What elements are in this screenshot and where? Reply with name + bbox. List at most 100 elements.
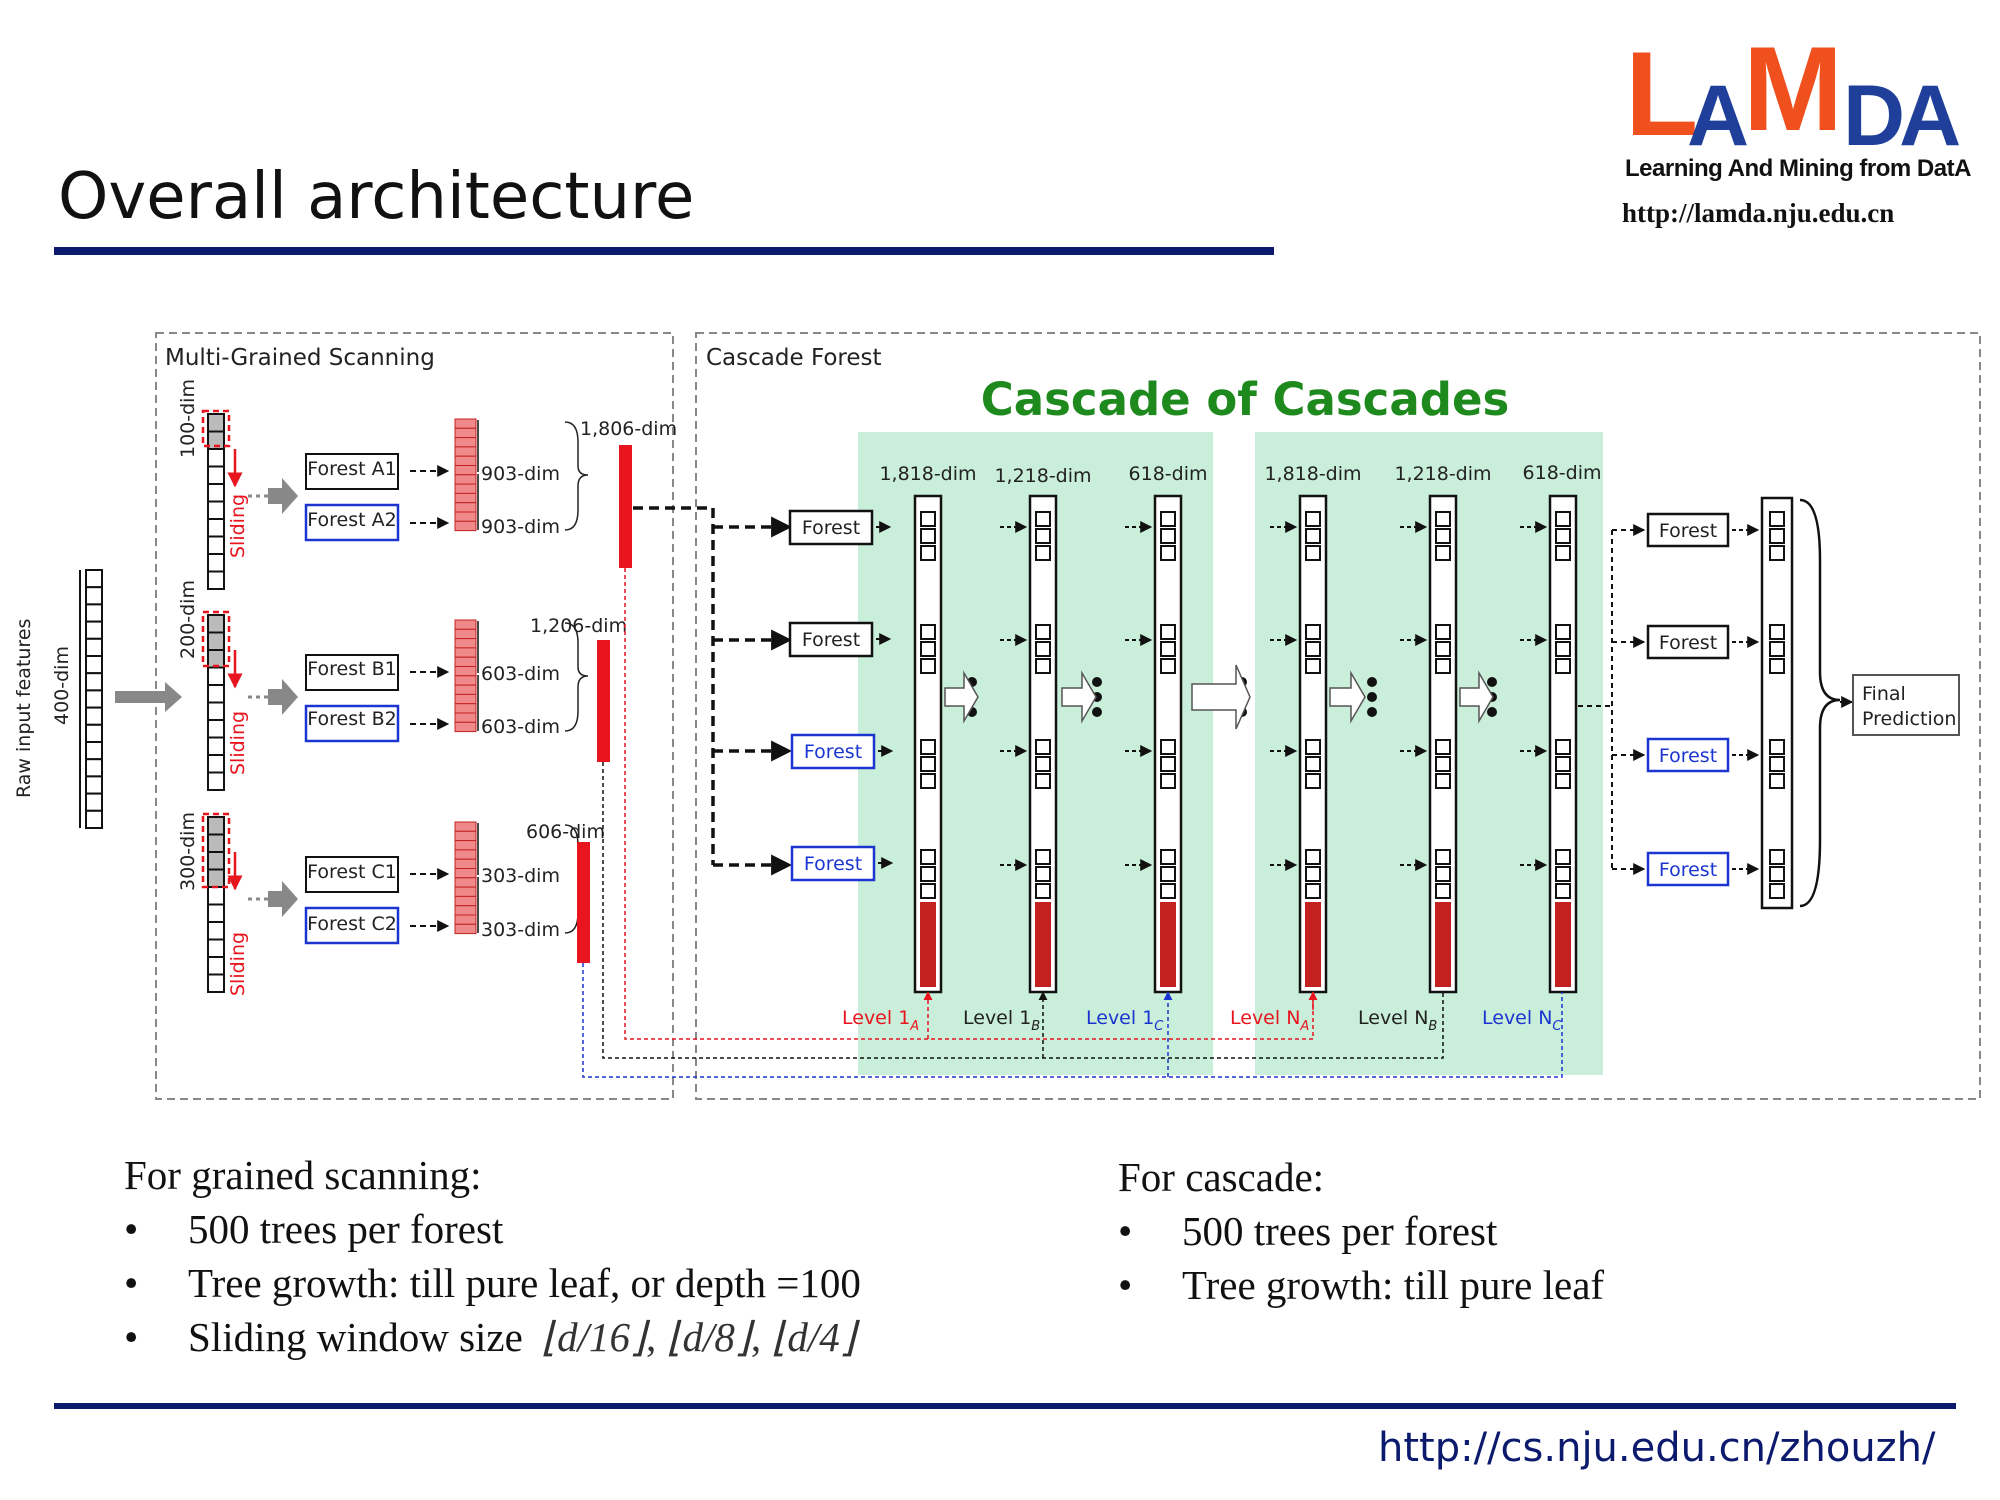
mgs-row [201,610,589,791]
class-box [920,883,936,899]
forest-label: Forest [802,629,860,651]
class-box [1769,849,1785,865]
class-box [920,511,936,527]
forest-box [305,654,399,691]
scanning-bullets: •500 trees per forest •Tree growth: till… [124,1202,861,1364]
class-box [1555,849,1571,865]
class-box [1435,756,1451,772]
forest-b1-label: Forest B1 [307,658,396,680]
raw-cell [85,723,103,743]
bullet-glyph: • [1118,1208,1133,1254]
ellipsis-dot [1367,692,1377,702]
sliding-window [201,812,231,889]
class-box [1305,739,1321,755]
window-cell [207,736,225,756]
level-label: Level 1C [1086,1007,1164,1034]
class-box [920,658,936,674]
svg-text:M: M [1743,35,1843,155]
level-label: Level 1B [963,1007,1040,1034]
class-vector-cell [454,868,477,879]
class-box [1035,756,1051,772]
class-vector-cell [454,895,477,907]
level-dim-label: 1,818-dim [879,463,976,485]
window-label-300: 300-dim [177,812,199,891]
class-box [1160,545,1176,561]
forest-box [788,621,874,658]
raw-cell [85,655,103,675]
class-box [1435,624,1451,640]
merge-brace [564,421,589,531]
ellipsis-dot [1367,677,1377,687]
cascade-panel-title: Cascade Forest [706,345,882,371]
merge-brace [564,622,589,732]
class-vector-cell [454,656,477,668]
window-cell [207,614,225,634]
class-box [1305,641,1321,657]
level-label: Level 1A [842,1007,919,1034]
class-vector-cell [454,721,477,733]
class-box [1035,641,1051,657]
augmented-vector [920,902,936,987]
mgs-row [201,812,589,993]
fan-arrow [268,881,298,917]
raw-cell [85,637,103,657]
cascade-headline: Cascade of Cascades [981,373,1510,426]
class-vector-cell [454,905,477,916]
window-cell [207,465,225,485]
final-prediction-box [1852,674,1960,736]
window-cell [207,535,225,555]
sliding-label: Sliding [227,932,249,996]
class-box [1305,511,1321,527]
cascade-bullets: •500 trees per forest •Tree growth: till… [1118,1204,1604,1312]
class-box [1769,511,1785,527]
class-box [1305,773,1321,789]
class-vector-cell [454,511,477,522]
class-box [1769,866,1785,882]
footer-url[interactable]: http://cs.nju.edu.cn/zhouzh/ [1378,1425,1936,1471]
list-item: •Tree growth: till pure leaf, or depth =… [124,1256,861,1310]
hollow-arrow [1459,670,1494,724]
aggregate-brace [1799,498,1841,908]
class-vector-cell [454,666,477,677]
class-box [1160,773,1176,789]
forest-b2-label: Forest B2 [307,708,396,730]
cascade-heading: For cascade: [1118,1154,1325,1200]
class-box [1035,866,1051,882]
class-vector-cell [454,628,477,640]
mgs-row [201,409,589,590]
window-cell [207,851,225,871]
class-box [1035,883,1051,899]
class-vector-cell [454,483,477,494]
bullet-glyph: • [124,1260,139,1306]
class-box [1555,739,1571,755]
concat-dim-1806: 1,806-dim [580,418,677,440]
class-vector-cell [454,858,477,870]
sliding-window [201,610,231,668]
class-box [1769,545,1785,561]
class-vector-cell [454,446,477,457]
window-cell [207,719,225,739]
window-cell [207,701,225,721]
dim-c1: 303-dim [481,865,560,887]
window-cell [207,666,225,686]
class-box [1555,624,1571,640]
mgs-panel [155,332,674,1100]
class-box [1769,624,1785,640]
level-dim-label: 1,218-dim [1394,463,1491,485]
class-box [1160,511,1176,527]
class-box [920,545,936,561]
window-cell [207,570,225,590]
class-box [1160,883,1176,899]
class-box [1555,545,1571,561]
sliding-label: Sliding [227,494,249,558]
class-box [1160,756,1176,772]
class-box [920,773,936,789]
class-box [1769,528,1785,544]
class-box [1435,658,1451,674]
class-vector-cell [454,877,477,888]
concat-dim-1206: 1,206-dim [530,615,627,637]
class-box [1435,739,1451,755]
class-vector-cell [454,821,477,832]
forest-label: Forest [804,853,862,875]
forest-label: Forest [1659,745,1717,767]
